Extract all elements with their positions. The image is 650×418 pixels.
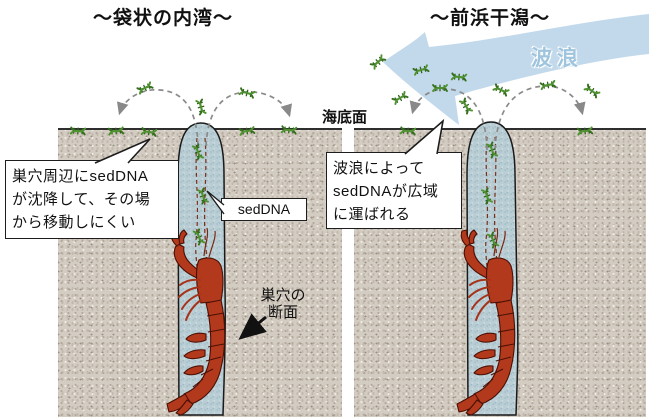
dna-icon bbox=[280, 125, 298, 135]
dna-icon bbox=[432, 84, 448, 92]
dispersal-arcs-right bbox=[409, 85, 586, 151]
dna-icon bbox=[583, 83, 601, 99]
cross-section-label: 巣穴の 断面 bbox=[250, 287, 316, 321]
cross-section-label-line: 断面 bbox=[267, 304, 298, 321]
left-callout-box: 巣穴周辺にsedDNA が沈降して、その場 から移動しにくい bbox=[5, 160, 179, 239]
callout-text-line: 波浪によって bbox=[333, 160, 425, 177]
seafloor-label: 海底面 bbox=[322, 109, 368, 126]
left-panel-title: ～袋状の内湾～ bbox=[92, 8, 233, 29]
wave-label: 波浪 bbox=[531, 47, 583, 70]
dna-icon bbox=[238, 87, 256, 99]
dna-icon bbox=[391, 90, 409, 106]
dna-icon bbox=[539, 79, 557, 91]
left-callout-pointer bbox=[94, 138, 151, 164]
cross-section-label-line: 巣穴の bbox=[260, 287, 306, 304]
cross-section-arrow bbox=[238, 313, 267, 340]
wave-arrow bbox=[383, 14, 649, 125]
dna-icon bbox=[576, 126, 594, 136]
right-callout-box: 波浪によって sedDNAが広域 に運ばれる bbox=[326, 152, 462, 229]
callout-text-line: に運ばれる bbox=[333, 206, 411, 223]
seddna-callout-pointer bbox=[206, 190, 225, 215]
dna-icon bbox=[492, 83, 510, 97]
dna-icon bbox=[238, 126, 256, 136]
callout-text-line: が沈降して、その場 bbox=[12, 191, 151, 208]
seddna-label-box: sedDNA bbox=[221, 198, 307, 221]
seddna-label-text: sedDNA bbox=[237, 201, 291, 217]
dna-icon bbox=[195, 98, 207, 116]
callout-text-line: sedDNAが広域 bbox=[333, 183, 439, 200]
callout-text-line: 巣穴周辺にsedDNA bbox=[12, 168, 149, 185]
dna-icon bbox=[458, 97, 474, 115]
right-callout-pointer bbox=[404, 118, 445, 155]
callout-text-line: から移動しにくい bbox=[12, 214, 136, 231]
right-panel-title: ～前浜干潟～ bbox=[429, 8, 550, 29]
dna-icon bbox=[69, 126, 87, 136]
